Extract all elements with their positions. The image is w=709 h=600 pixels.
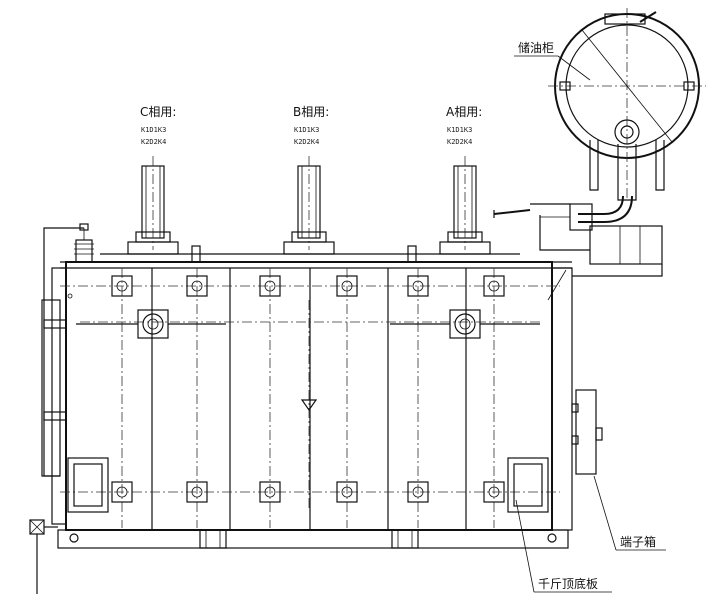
phase-code: K2D2K4 <box>447 138 472 146</box>
bolt <box>336 275 358 297</box>
flange-bolts <box>111 275 505 503</box>
phase-label-a: A相用: K1D1K3 K2D2K4 <box>446 105 482 146</box>
callout-conservator: 储油柜 <box>514 40 591 81</box>
phase-code: K1D1K3 <box>447 126 472 134</box>
callout-jack-plate-label: 千斤顶底板 <box>538 576 598 591</box>
bolt <box>336 481 358 503</box>
phase-name: A相用: <box>446 105 482 119</box>
callout-jack-plate: 千斤顶底板 <box>515 499 612 593</box>
phase-label-c: C相用: K1D1K3 K2D2K4 <box>140 105 176 146</box>
phase-name: C相用: <box>140 105 176 119</box>
valve-rings <box>76 309 540 339</box>
bolt <box>483 481 505 503</box>
callout-terminal-box-label: 端子箱 <box>620 534 656 549</box>
bolt <box>186 481 208 503</box>
bolt <box>111 275 133 297</box>
bushing-c <box>127 156 179 255</box>
phase-label-b: B相用: K1D1K3 K2D2K4 <box>293 105 329 146</box>
phase-code: K2D2K4 <box>141 138 166 146</box>
bolt <box>407 481 429 503</box>
phase-code: K1D1K3 <box>141 126 166 134</box>
bolt <box>186 275 208 297</box>
main-tank <box>51 245 573 549</box>
bolt <box>111 481 133 503</box>
phase-code: K1D1K3 <box>294 126 319 134</box>
bushing-b <box>283 156 335 255</box>
callout-conservator-label: 储油柜 <box>518 40 554 55</box>
phase-name: B相用: <box>293 105 329 119</box>
phase-code: K2D2K4 <box>294 138 319 146</box>
conservator <box>493 8 706 277</box>
bolt <box>407 275 429 297</box>
left-side-parts <box>29 223 94 594</box>
bolt <box>259 481 281 503</box>
terminal-box <box>571 389 603 475</box>
callout-terminal-box: 端子箱 <box>593 475 666 551</box>
bolt <box>483 275 505 297</box>
bushing-a <box>439 156 491 255</box>
bolt <box>259 275 281 297</box>
